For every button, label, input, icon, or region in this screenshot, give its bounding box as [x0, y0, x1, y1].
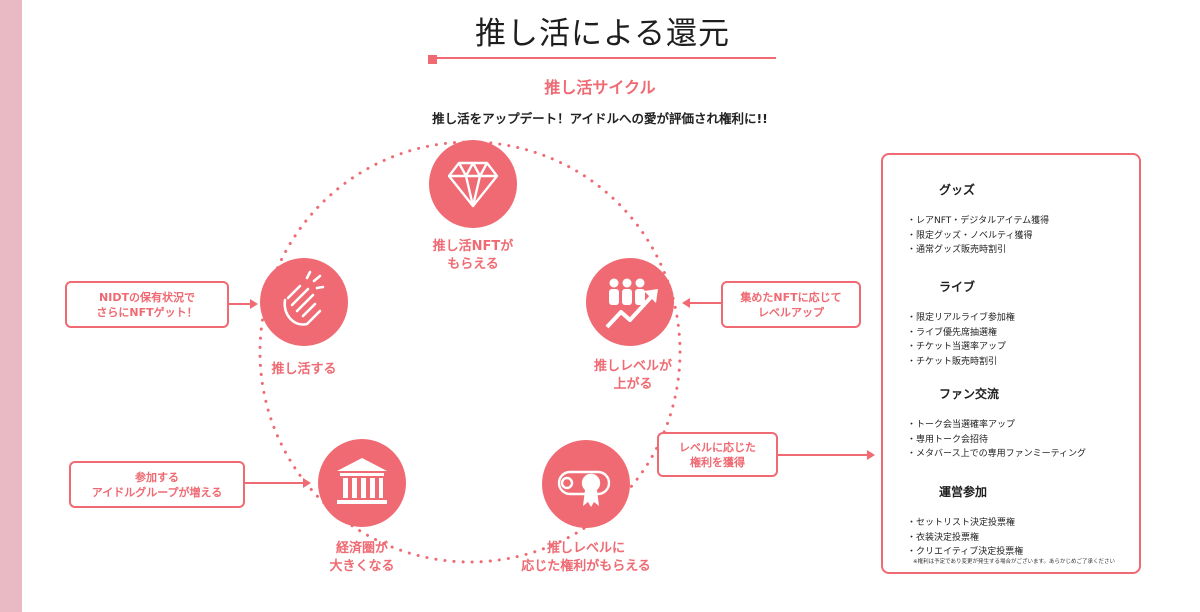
left-accent-bar: [0, 0, 22, 612]
benefit-title: ライブ: [939, 279, 976, 294]
node-label-level-up: 推しレベルが上がる: [593, 359, 672, 392]
benefit-section-goods: グッズ: [939, 179, 975, 199]
list-item: セットリスト決定投票権: [907, 516, 1023, 531]
tagline: 推し活をアップデート！アイドルへの愛が評価され権利に!!: [432, 111, 768, 126]
callout-groups: 参加するアイドルグループが増える: [69, 461, 245, 508]
benefit-section-live: ライブ: [939, 276, 975, 296]
node-economy: [318, 439, 406, 527]
node-nft: [429, 140, 517, 228]
list-item: レアNFT・デジタルアイテム獲得: [907, 214, 1049, 229]
benefit-title: ファン交流: [939, 386, 1000, 401]
benefit-title: 運営参加: [939, 484, 988, 499]
node-level-up: [586, 258, 674, 346]
list-item: チケット販売時割引: [907, 355, 1015, 370]
list-item: 通常グッズ販売時割引: [907, 243, 1049, 258]
title-underline: [428, 57, 776, 59]
benefit-list-fan: トーク会当選確率アップ 専用トーク会招待 メタバース上での専用ファンミーティング: [907, 418, 1086, 462]
list-item: 専用トーク会招待: [907, 433, 1086, 448]
arrow-level-rights: [778, 450, 875, 460]
node-label-economy: 経済圏が大きくなる: [329, 541, 395, 574]
node-rights: [542, 440, 630, 528]
benefit-list-goods: レアNFT・デジタルアイテム獲得 限定グッズ・ノベルティ獲得 通常グッズ販売時割…: [907, 214, 1049, 258]
callout-collected: 集めたNFTに応じてレベルアップ: [721, 281, 861, 328]
benefit-list-management: セットリスト決定投票権 衣装決定投票権 クリエイティブ決定投票権: [907, 516, 1023, 560]
benefit-list-live: 限定リアルライブ参加権 ライブ優先席抽選権 チケット当選率アップ チケット販売時…: [907, 311, 1015, 369]
list-item: ライブ優先席抽選権: [907, 326, 1015, 341]
list-item: トーク会当選確率アップ: [907, 418, 1086, 433]
node-label-rights: 推しレベルに応じた権利がもらえる: [521, 541, 651, 574]
cycle-subtitle: 推し活サイクル: [544, 78, 656, 97]
list-item: 限定リアルライブ参加権: [907, 311, 1015, 326]
node-oshikatsu: [260, 258, 348, 346]
arrow-groups: [245, 478, 311, 488]
benefits-panel: グッズ レアNFT・デジタルアイテム獲得 限定グッズ・ノベルティ獲得 通常グッズ…: [881, 153, 1141, 574]
list-item: 限定グッズ・ノベルティ獲得: [907, 229, 1049, 244]
certificate-icon: [557, 470, 611, 507]
arrow-nidt: [229, 299, 258, 309]
arrow-collected: [682, 298, 721, 308]
benefit-section-fan: ファン交流: [939, 383, 999, 403]
list-item: 衣装決定投票権: [907, 531, 1023, 546]
bank-icon: [337, 458, 387, 504]
cycle-ring: [258, 140, 682, 564]
node-label-nft: 推し活NFTがもらえる: [432, 239, 514, 272]
benefits-footnote: ※権利は予定であり変更が発生する場合がございます。あらかじめご了承ください: [913, 559, 1116, 565]
title-square-marker: [428, 55, 437, 64]
page-title: 推し活による還元: [474, 16, 731, 52]
diamond-icon: [447, 161, 499, 208]
benefit-title: グッズ: [939, 182, 976, 197]
callout-nidt: NIDTの保有状況でさらにNFTゲット！: [65, 281, 229, 328]
people-growth-icon: [605, 278, 658, 329]
clapping-hands-icon: [283, 270, 325, 326]
node-label-oshikatsu: 推し活する: [271, 362, 337, 377]
callout-level-rights: レベルに応じた権利を獲得: [657, 432, 778, 477]
list-item: メタバース上での専用ファンミーティング: [907, 447, 1086, 462]
list-item: クリエイティブ決定投票権: [907, 545, 1023, 560]
list-item: チケット当選率アップ: [907, 340, 1015, 355]
benefit-section-management: 運営参加: [939, 481, 987, 501]
